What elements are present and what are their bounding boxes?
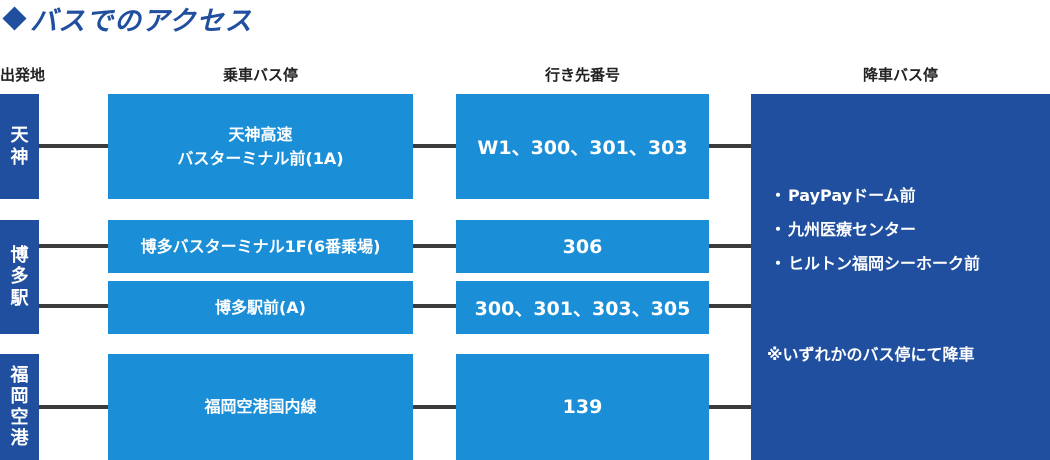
origin-fukuoka-airport: 福岡空港 — [0, 354, 39, 460]
connector-line — [413, 144, 456, 148]
boarding-stop-label: 天神高速バスターミナル前(1A) — [177, 125, 344, 168]
route-codes-label: 300、301、303、305 — [474, 298, 691, 320]
alighting-stop-list: ・PayPayドーム前 ・九州医療センター ・ヒルトン福岡シーホーク前 — [770, 186, 980, 288]
route-codes-label: W1、300、301、303 — [477, 137, 688, 159]
boarding-stop-tenjin: 天神高速バスターミナル前(1A) — [108, 94, 413, 199]
connector-line — [39, 244, 108, 248]
header-destination-code: 行き先番号 — [544, 66, 620, 84]
connector-line — [39, 144, 108, 148]
alighting-stops-panel: ・PayPayドーム前 ・九州医療センター ・ヒルトン福岡シーホーク前 ※いずれ… — [751, 94, 1050, 460]
connector-line — [39, 304, 108, 308]
connector-line — [709, 244, 751, 248]
bullet-icon: ・ — [770, 254, 787, 273]
page-title: バスでのアクセス — [0, 0, 253, 37]
alighting-stop-item: ・PayPayドーム前 — [770, 186, 980, 220]
header-boarding-stop: 乗車バス停 — [222, 66, 298, 84]
connector-line — [413, 244, 456, 248]
route-codes-fukuoka-airport: 139 — [456, 354, 709, 460]
origin-hakata-station: 博多駅 — [0, 220, 39, 334]
route-codes-label: 306 — [562, 235, 603, 258]
connector-line — [39, 405, 108, 409]
bullet-icon: ・ — [770, 220, 787, 239]
boarding-stop-label: 博多駅前(A) — [214, 297, 306, 317]
alighting-stop-name: 九州医療センター — [788, 220, 917, 239]
route-codes-hakata-terminal: 306 — [456, 220, 709, 273]
route-codes-hakata-ekimae: 300、301、303、305 — [456, 281, 709, 334]
alighting-stop-item: ・ヒルトン福岡シーホーク前 — [770, 254, 980, 288]
connector-line — [709, 304, 751, 308]
header-alighting-stop: 降車バス停 — [862, 66, 938, 84]
page-title-text: バスでのアクセス — [30, 5, 253, 37]
origin-label: 博多駅 — [10, 245, 29, 309]
connector-line — [413, 405, 456, 409]
alighting-stop-name: PayPayドーム前 — [788, 186, 916, 205]
origin-tenjin: 天神 — [0, 94, 39, 199]
boarding-stop-label: 福岡空港国内線 — [204, 397, 317, 417]
connector-line — [413, 304, 456, 308]
boarding-stop-hakata-ekimae: 博多駅前(A) — [108, 281, 413, 334]
alighting-note: ※いずれかのバス停にて降車 — [767, 345, 975, 364]
bullet-icon: ・ — [770, 186, 787, 205]
diamond-icon — [2, 5, 27, 31]
origin-label: 福岡空港 — [10, 364, 29, 450]
boarding-stop-label: 博多バスターミナル1F(6番乗場) — [140, 236, 381, 256]
route-codes-tenjin: W1、300、301、303 — [456, 94, 709, 199]
connector-line — [709, 405, 751, 409]
connector-line — [709, 144, 751, 148]
header-origin: 出発地 — [0, 66, 46, 84]
boarding-stop-hakata-terminal: 博多バスターミナル1F(6番乗場) — [108, 220, 413, 273]
route-codes-label: 139 — [562, 396, 603, 418]
boarding-stop-fukuoka-airport: 福岡空港国内線 — [108, 354, 413, 460]
alighting-stop-name: ヒルトン福岡シーホーク前 — [788, 254, 981, 273]
alighting-stop-item: ・九州医療センター — [770, 220, 980, 254]
origin-label: 天神 — [10, 125, 29, 168]
